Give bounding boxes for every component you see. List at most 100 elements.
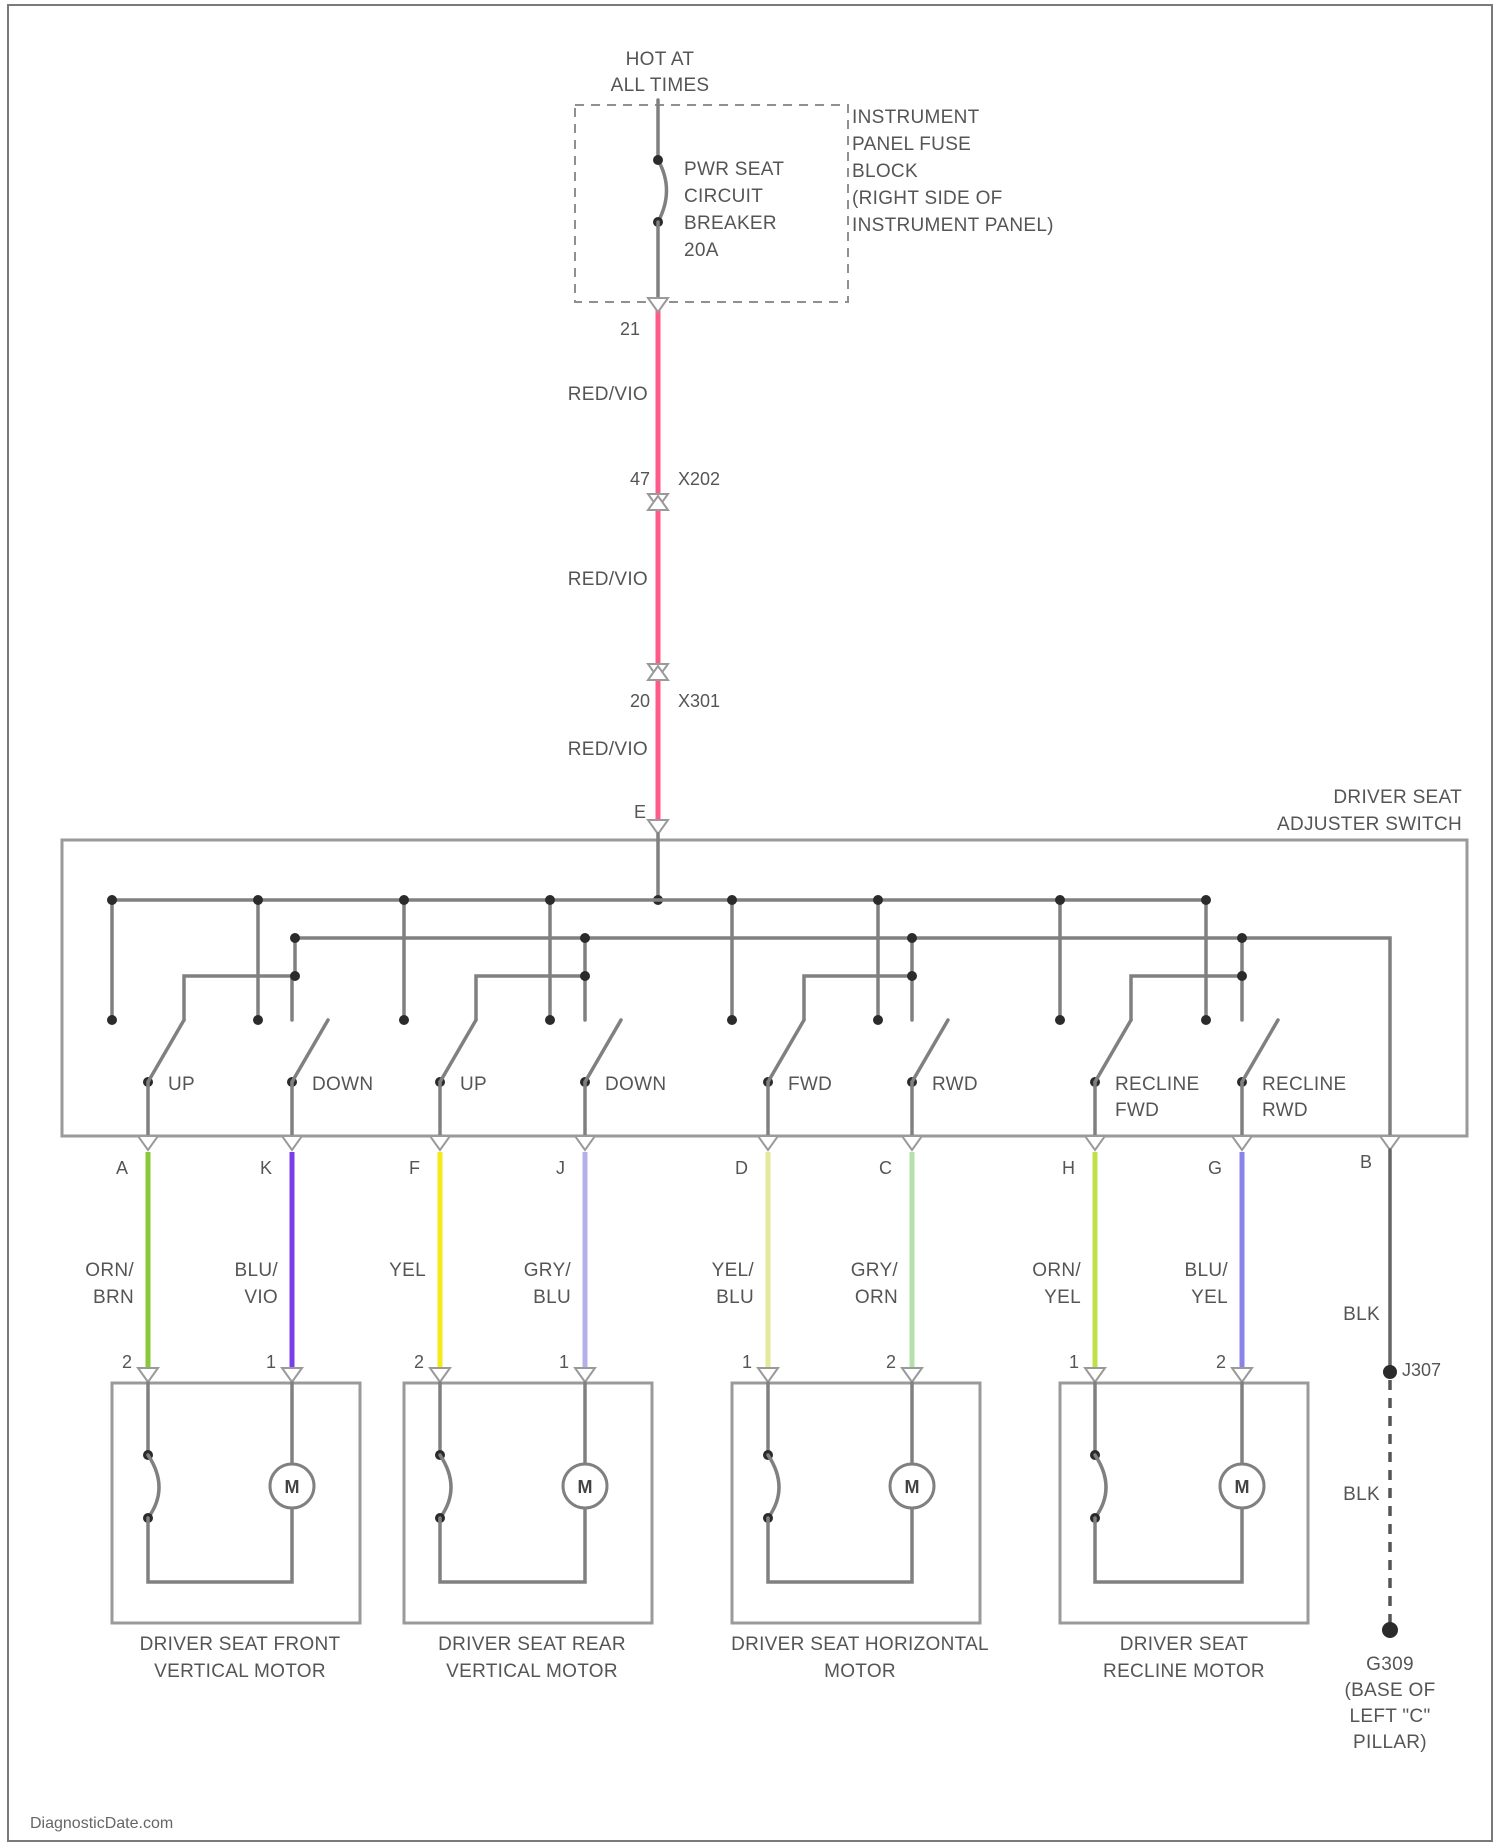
power-bus-junction-6 xyxy=(1055,895,1065,905)
wire-color-label-5-0: GRY/ xyxy=(851,1260,899,1281)
wire-color-label-6-0: ORN/ xyxy=(1032,1260,1081,1281)
motor-label-3-1: RECLINE MOTOR xyxy=(1103,1661,1265,1682)
pair-common-junction-0 xyxy=(290,971,300,981)
wire-label-1: RED/VIO xyxy=(568,384,648,405)
hot-label-2: ALL TIMES xyxy=(611,75,710,96)
motor-return-2 xyxy=(768,1510,912,1582)
pair-common-junction-3 xyxy=(1237,971,1247,981)
motor-label-0-1: VERTICAL MOTOR xyxy=(154,1661,326,1682)
motor-pin-0: 2 xyxy=(122,1352,132,1372)
switch-pin-connector-4 xyxy=(758,1136,778,1150)
ground-wire-label-2: BLK xyxy=(1343,1484,1380,1505)
power-contact-0 xyxy=(107,1015,117,1025)
motor-pin-3: 1 xyxy=(559,1352,569,1372)
switch-pin-connector-1 xyxy=(282,1136,302,1150)
wire-color-label-3-1: BLU xyxy=(533,1287,571,1308)
power-bus-junction-5 xyxy=(873,895,883,905)
ground-label-line-3: PILLAR) xyxy=(1353,1732,1427,1753)
contact-blade-2 xyxy=(440,1020,476,1082)
thermal-breaker-2 xyxy=(768,1455,779,1518)
switch-in-connector xyxy=(648,820,668,834)
wire-color-label-3-0: GRY/ xyxy=(524,1260,572,1281)
pair-common-1 xyxy=(476,976,585,1020)
contact-blade-0 xyxy=(148,1020,184,1082)
motor-pin-connector-7 xyxy=(1232,1368,1252,1382)
power-bus-junction-2 xyxy=(399,895,409,905)
switch-pin-5: C xyxy=(879,1158,892,1178)
breaker-lines-line-3: 20A xyxy=(684,240,719,261)
switch-pin-connector-0 xyxy=(138,1136,158,1150)
power-contact-7 xyxy=(1201,1015,1211,1025)
wire-color-label-4-1: BLU xyxy=(716,1287,754,1308)
motor-symbol-3: M xyxy=(1235,1477,1250,1497)
ground-point-g309 xyxy=(1382,1622,1398,1638)
switch-pin-1: K xyxy=(260,1158,272,1178)
power-bus-junction-4 xyxy=(727,895,737,905)
connector-x301: X301 xyxy=(678,691,720,711)
motor-pin-connector-6 xyxy=(1085,1368,1105,1382)
switch-pin-connector-7 xyxy=(1232,1136,1252,1150)
footer-watermark: DiagnosticDate.com xyxy=(30,1815,173,1832)
wire-color-label-4-0: YEL/ xyxy=(712,1260,755,1281)
power-contact-6 xyxy=(1055,1015,1065,1025)
wire-label-2: RED/VIO xyxy=(568,569,648,590)
power-bus-junction-3 xyxy=(545,895,555,905)
ground-label-line-2: LEFT "C" xyxy=(1350,1706,1431,1727)
thermal-breaker-0 xyxy=(148,1455,159,1518)
ground-bus-junction-2 xyxy=(907,933,917,943)
switch-pin-3: J xyxy=(556,1158,565,1178)
contact-label-1-0: DOWN xyxy=(312,1074,373,1095)
pin-20: 20 xyxy=(630,691,650,711)
pair-common-3 xyxy=(1131,976,1242,1020)
motor-pin-connector-4 xyxy=(758,1368,778,1382)
ground-bus-junction-0 xyxy=(290,933,300,943)
harness-wires: AORN/BRN2KBLU/VIO1FYEL2JGRY/BLU1DYEL/BLU… xyxy=(85,1136,1252,1382)
breaker-lines-line-0: PWR SEAT xyxy=(684,159,784,180)
fuse-lines-line-1: PANEL FUSE xyxy=(852,134,971,155)
motor-pin-connector-0 xyxy=(138,1368,158,1382)
contact-blade-6 xyxy=(1095,1020,1131,1082)
contact-label-6-1: FWD xyxy=(1115,1100,1159,1121)
power-contact-2 xyxy=(399,1015,409,1025)
fuse-lines-line-4: INSTRUMENT PANEL) xyxy=(852,215,1054,236)
fuse-block-connector xyxy=(648,298,668,312)
ground-label-line-0: G309 xyxy=(1366,1654,1414,1675)
power-contact-3 xyxy=(545,1015,555,1025)
motor-return-0 xyxy=(148,1510,292,1582)
motor-pin-connector-2 xyxy=(430,1368,450,1382)
motor-label-3-0: DRIVER SEAT xyxy=(1120,1634,1249,1655)
wire-color-label-0-0: ORN/ xyxy=(85,1260,134,1281)
motor-symbol-0: M xyxy=(285,1477,300,1497)
power-bus-junction-1 xyxy=(253,895,263,905)
contact-label-6-0: RECLINE xyxy=(1115,1074,1199,1095)
thermal-breaker-3 xyxy=(1095,1455,1106,1518)
switch-housing xyxy=(62,840,1467,1136)
pin-e: E xyxy=(634,802,646,822)
ground-label-line-1: (BASE OF xyxy=(1344,1680,1435,1701)
ground-section: B BLK J307 BLK G309(BASE OFLEFT "C"PILLA… xyxy=(1343,1136,1441,1753)
contact-blade-4 xyxy=(768,1020,804,1082)
motor-housing-3 xyxy=(1060,1383,1308,1623)
ground-bus xyxy=(292,938,1390,1136)
contact-label-0-0: UP xyxy=(168,1074,195,1095)
motor-pin-6: 1 xyxy=(1069,1352,1079,1372)
ground-bus-junction-3 xyxy=(1237,933,1247,943)
pair-common-2 xyxy=(804,976,912,1020)
thermal-breaker-1 xyxy=(440,1455,451,1518)
wire-color-label-1-0: BLU/ xyxy=(235,1260,279,1281)
contact-blade-5 xyxy=(912,1020,948,1082)
motor-symbol-2: M xyxy=(905,1477,920,1497)
power-contact-4 xyxy=(727,1015,737,1025)
motor-pin-5: 2 xyxy=(886,1352,896,1372)
switch-label-line-1: ADJUSTER SWITCH xyxy=(1277,814,1462,835)
splice-label: J307 xyxy=(1402,1360,1441,1380)
motor-label-2-1: MOTOR xyxy=(824,1661,896,1682)
contact-label-4-0: FWD xyxy=(788,1074,832,1095)
motor-pin-4: 1 xyxy=(742,1352,752,1372)
